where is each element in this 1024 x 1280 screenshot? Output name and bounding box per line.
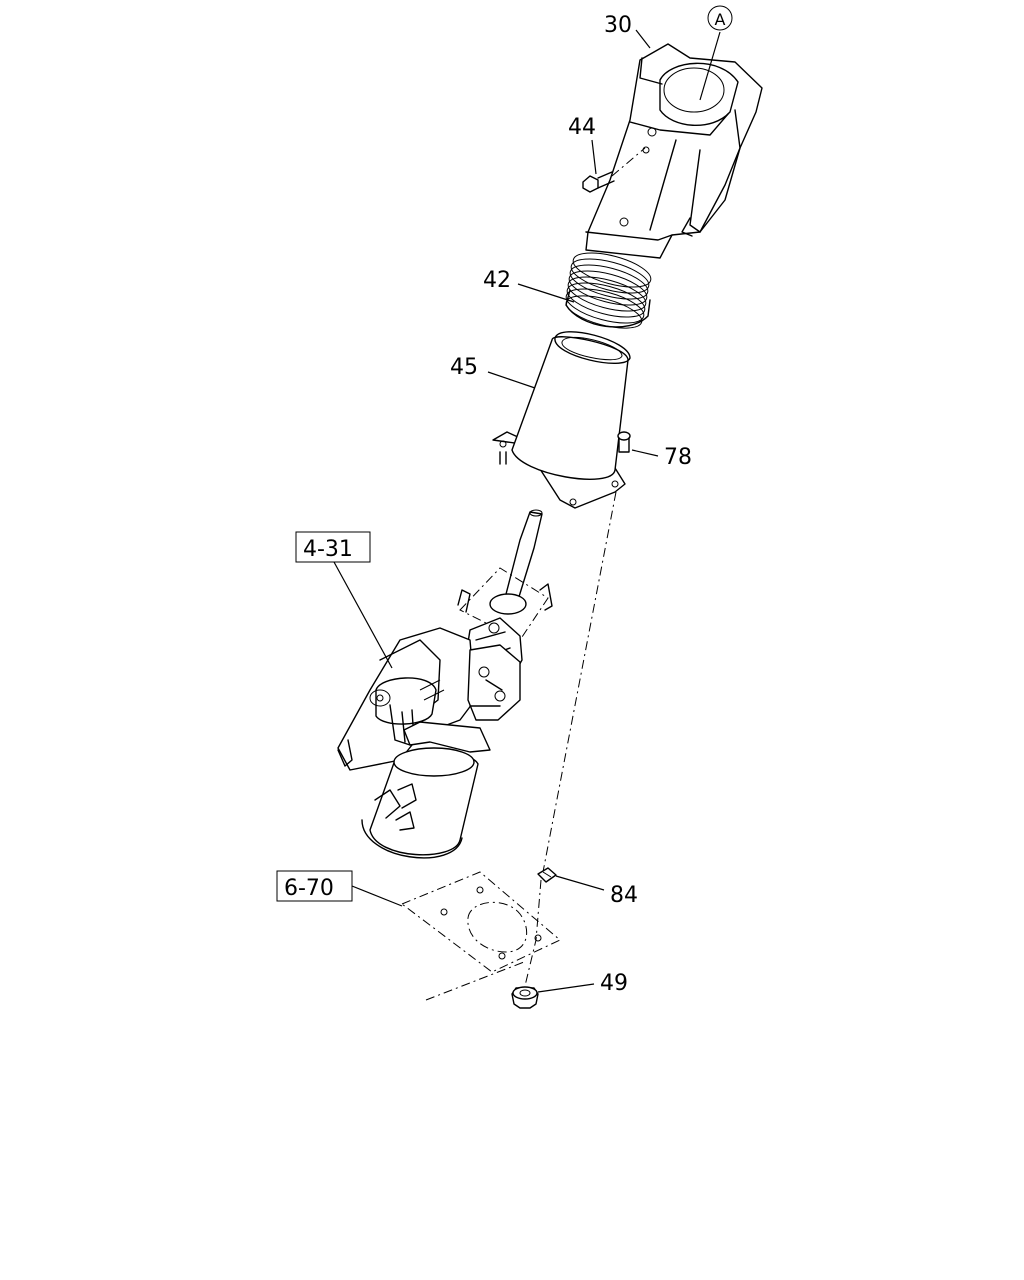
leader-30 [635, 29, 651, 49]
label-part-42: 42 [483, 268, 511, 293]
leader-78 [631, 449, 659, 457]
nut-part-49[interactable] [511, 986, 539, 1009]
leader-42 [517, 283, 575, 303]
label-part-44: 44 [568, 115, 596, 140]
boot-part-45[interactable] [492, 331, 631, 509]
label-view-A: A [715, 10, 726, 29]
leader-49 [537, 983, 595, 993]
label-part-49: 49 [600, 971, 628, 996]
bolt-part-78[interactable] [617, 431, 631, 453]
leader-6-70 [351, 885, 403, 907]
assembly-axis-line [542, 491, 617, 873]
leader-44 [591, 139, 597, 175]
label-part-78: 78 [664, 445, 692, 470]
label-part-30: 30 [604, 13, 632, 38]
dash-panel-ref-6-70 [400, 871, 561, 1001]
label-ref-4-31: 4-31 [303, 537, 353, 562]
leader-84 [555, 875, 605, 891]
leader-45 [487, 371, 536, 389]
view-marker-circle [707, 5, 733, 31]
steering-column-assembly[interactable] [337, 509, 553, 859]
label-part-45: 45 [450, 355, 478, 380]
ref-box-6-70 [276, 870, 353, 902]
clip-part-84[interactable] [537, 867, 557, 883]
leader-A [699, 31, 721, 101]
bellows-part-42[interactable] [563, 246, 655, 335]
label-ref-6-70: 6-70 [284, 876, 334, 901]
leader-4-31 [333, 561, 393, 669]
ref-box-4-31 [295, 531, 371, 563]
screw-part-44[interactable] [582, 147, 646, 193]
column-cover-part-30[interactable] [585, 43, 763, 259]
label-part-84: 84 [610, 883, 638, 908]
